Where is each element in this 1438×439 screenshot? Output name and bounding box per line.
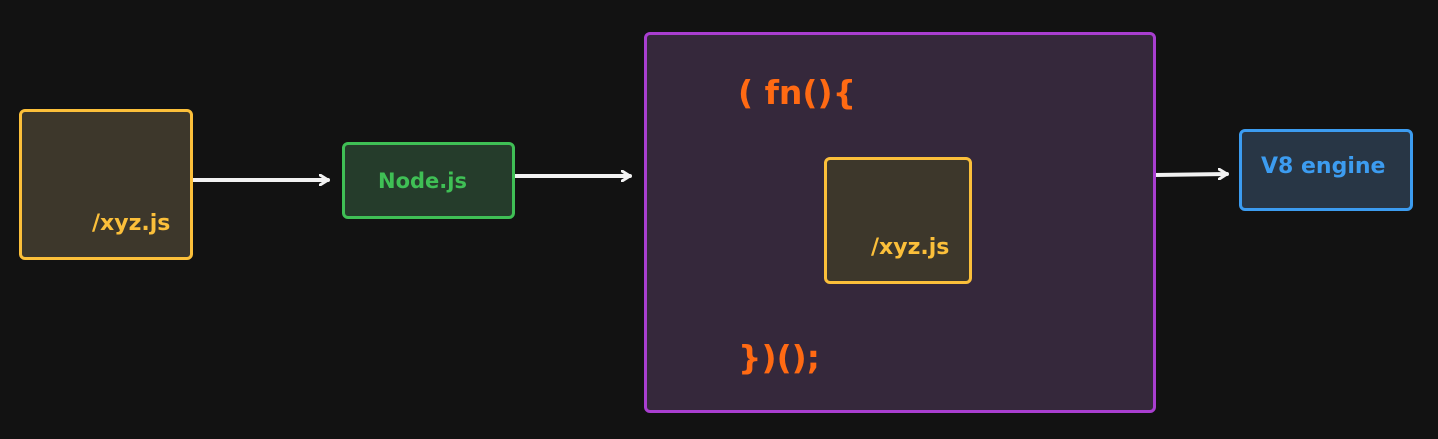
inner-file-box	[824, 157, 972, 284]
v8-engine-label: V8 engine	[1261, 154, 1386, 179]
v8-engine-box	[1239, 129, 1413, 211]
nodejs-box	[342, 142, 515, 219]
source-file-box	[19, 109, 193, 260]
inner-file-label: /xyz.js	[871, 235, 950, 260]
wrapper-open-code: ( fn(){	[738, 73, 857, 112]
source-file-label: /xyz.js	[92, 211, 171, 236]
wrapper-close-code: })();	[738, 338, 820, 377]
nodejs-label: Node.js	[378, 169, 467, 193]
arrow-wrapper-to-v8	[1153, 174, 1229, 175]
